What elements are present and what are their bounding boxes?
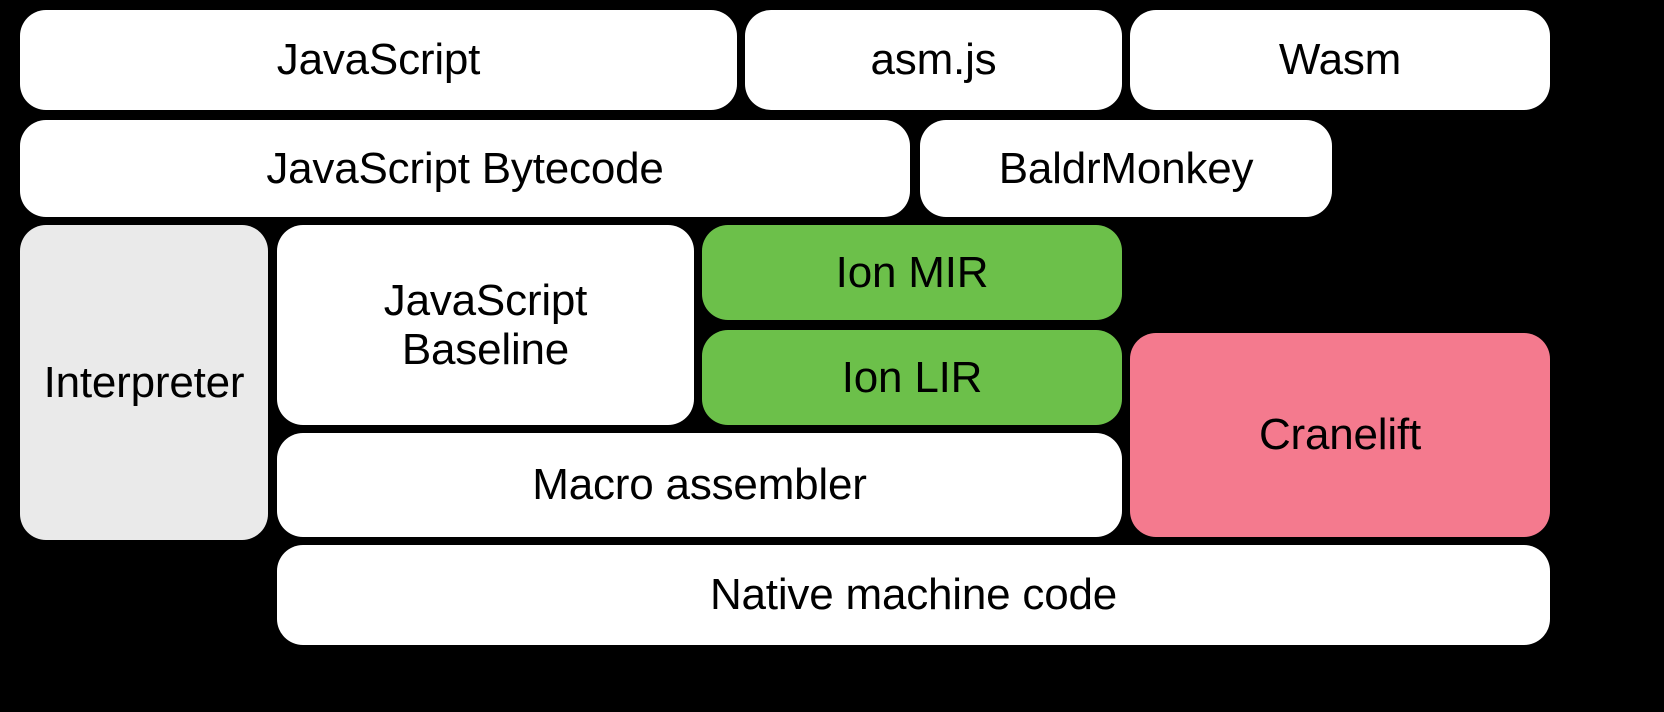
node-macro-assembler: Macro assembler <box>277 433 1122 537</box>
node-ion-lir: Ion LIR <box>702 330 1122 425</box>
node-cranelift: Cranelift <box>1130 333 1550 537</box>
node-javascript: JavaScript <box>20 10 737 110</box>
node-wasm: Wasm <box>1130 10 1550 110</box>
node-javascript-baseline: JavaScript Baseline <box>277 225 694 425</box>
node-ion-mir: Ion MIR <box>702 225 1122 320</box>
node-interpreter: Interpreter <box>20 225 268 540</box>
node-baldrmonkey: BaldrMonkey <box>920 120 1332 217</box>
node-asmjs: asm.js <box>745 10 1122 110</box>
node-javascript-bytecode: JavaScript Bytecode <box>20 120 910 217</box>
node-native-machine-code: Native machine code <box>277 545 1550 645</box>
